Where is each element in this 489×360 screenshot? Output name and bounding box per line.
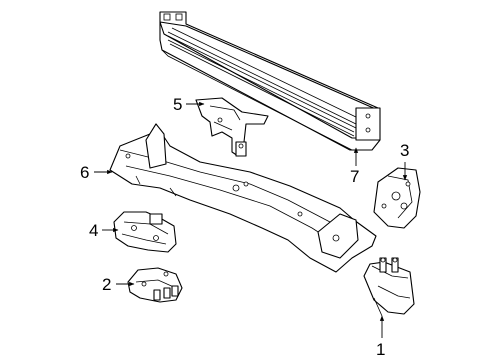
- part-6-crossmember: [109, 123, 377, 273]
- callout-6: 6: [80, 163, 89, 182]
- callout-5: 5: [173, 95, 182, 114]
- part-5-bracket: [195, 97, 269, 157]
- callout-7: 7: [350, 167, 359, 186]
- callout-3: 3: [400, 141, 409, 160]
- callout-2: 2: [102, 275, 111, 294]
- part-4-mount: [113, 211, 177, 253]
- part-2-mount: [127, 267, 183, 303]
- callout-1: 1: [376, 340, 385, 359]
- callout-4: 4: [89, 221, 98, 240]
- part-7-skid-plate: [159, 11, 381, 151]
- part-3-mount-bracket: [373, 167, 421, 229]
- part-1-insulator: [363, 257, 415, 317]
